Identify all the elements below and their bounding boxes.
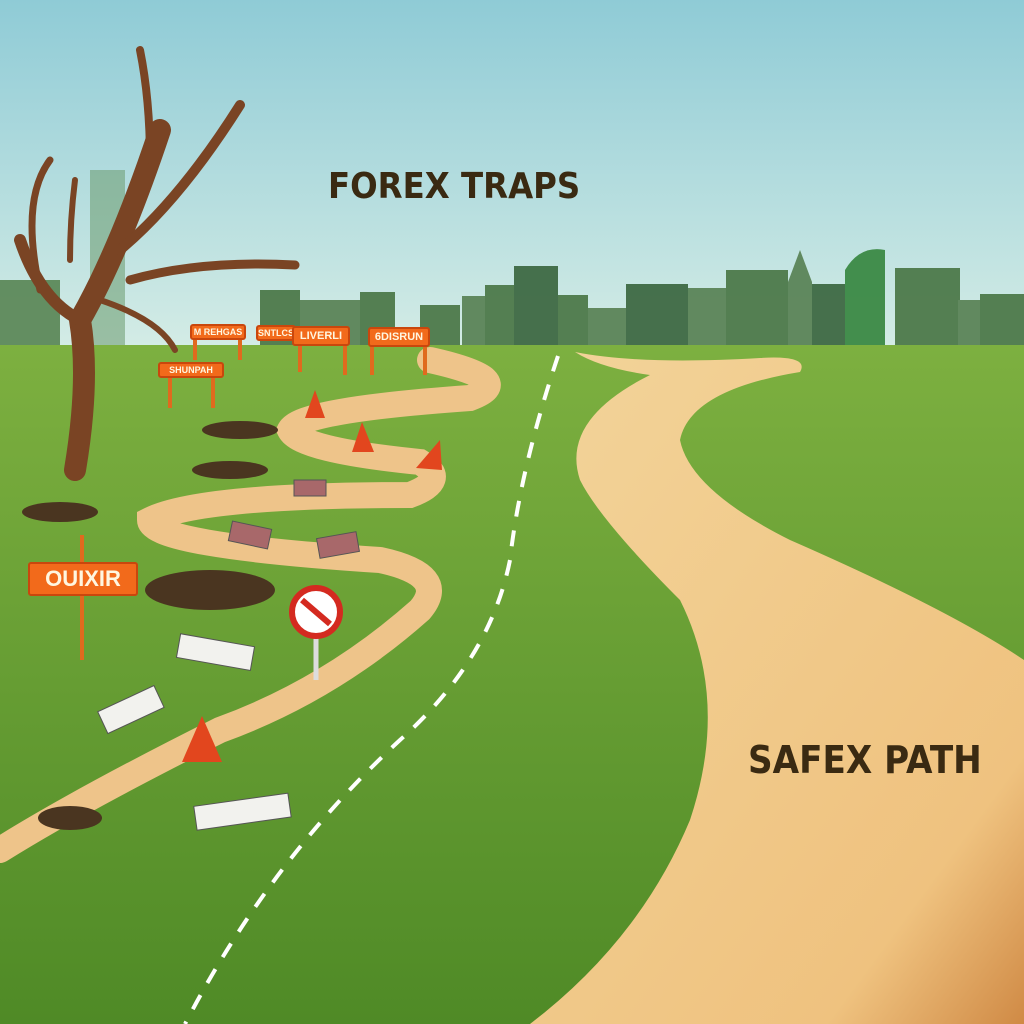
big-orange-sign: OUIXIR [28, 562, 138, 596]
orange-sign-2: SNTLCS [256, 325, 296, 341]
dirt-holes [22, 421, 278, 830]
safe-path [530, 352, 1024, 1024]
orange-sign-5: SHUNPAH [158, 362, 224, 378]
traffic-cones [182, 390, 442, 762]
safe-path-title: SAFEX PATH [748, 738, 982, 782]
forex-traps-title: FOREX TRAPS [328, 166, 581, 207]
no-entry-sign [289, 585, 343, 680]
orange-sign-1: M REHGAS [190, 324, 246, 340]
orange-sign-4: 6DISRUN [368, 327, 430, 347]
scattered-bills [97, 479, 361, 831]
orange-sign-3: LIVERLI [292, 326, 350, 346]
dashed-divider-line [183, 355, 560, 1024]
dead-tree [14, 46, 300, 481]
